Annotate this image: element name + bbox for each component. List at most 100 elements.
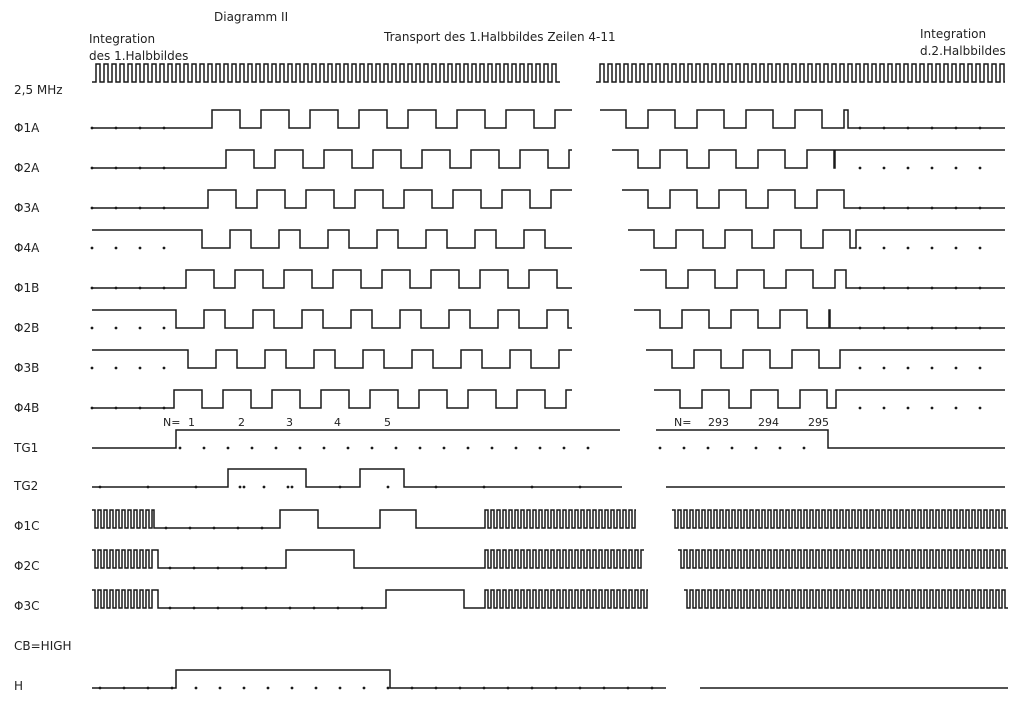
grid-dot-p2a — [138, 166, 142, 170]
grid-dot-p2c — [264, 566, 268, 570]
grid-dot-p2b — [114, 326, 118, 330]
signal-label-tg1: TG1 — [13, 441, 38, 455]
grid-dot-tg2 — [434, 485, 438, 489]
grid-dot-p4b — [114, 406, 118, 410]
grid-dot-p1b — [882, 286, 886, 290]
grid-dot-p1a — [138, 126, 142, 130]
grid-dot-h — [242, 686, 246, 690]
waveform-clk-right — [596, 63, 1005, 83]
grid-dot-tg1 — [802, 446, 806, 450]
grid-dot-h — [290, 686, 294, 690]
grid-dot-p4a — [906, 246, 910, 250]
waveform-tg2-left — [92, 468, 622, 488]
line-count-294: 294 — [758, 416, 779, 429]
grid-dot-p1a — [978, 126, 982, 130]
grid-dot-p3c — [240, 606, 244, 610]
waveform-p1b-right — [640, 269, 1005, 289]
grid-dot-tg1 — [298, 446, 302, 450]
line-count-4: 4 — [334, 416, 341, 429]
signal-label-clk: 2,5 MHz — [14, 83, 63, 97]
grid-dot-p2a — [114, 166, 118, 170]
grid-dot-p3c — [216, 606, 220, 610]
grid-dot-h — [626, 686, 630, 690]
waveform-h-left — [92, 669, 666, 689]
grid-dot-p3b — [90, 366, 94, 370]
waveform-p1b-left — [92, 269, 572, 289]
grid-dot-tg1 — [202, 446, 206, 450]
waveform-p2b-right — [634, 309, 1005, 329]
grid-dot-p1c — [236, 526, 240, 530]
grid-dot-tg1 — [466, 446, 470, 450]
grid-dot-p3b — [978, 366, 982, 370]
grid-dot-tg1 — [442, 446, 446, 450]
grid-dot-p3b — [882, 366, 886, 370]
grid-dot-p3a — [906, 206, 910, 210]
line-count-1: 1 — [188, 416, 195, 429]
grid-dot-p1b — [954, 286, 958, 290]
grid-dot-p3c — [288, 606, 292, 610]
grid-dot-p2b — [882, 326, 886, 330]
line-count-prefix-right: N= — [674, 416, 691, 429]
signal-label-p2c: Φ2C — [14, 559, 39, 573]
grid-dot-h — [170, 686, 174, 690]
grid-dot-tg2 — [338, 485, 342, 489]
grid-dot-p3b — [162, 366, 166, 370]
grid-dot-p1a — [930, 126, 934, 130]
waveform-p2a-left — [92, 149, 572, 169]
grid-dot-tg1 — [394, 446, 398, 450]
grid-dot-h — [194, 686, 198, 690]
grid-dot-tg1 — [226, 446, 230, 450]
grid-dot-p3c — [336, 606, 340, 610]
waveform-p1c-left — [92, 509, 636, 529]
waveform-clk-left — [92, 63, 560, 83]
grid-dot-p1b — [90, 286, 94, 290]
signal-label-p3c: Φ3C — [14, 599, 39, 613]
grid-dot-h — [98, 686, 102, 690]
grid-dot-p1b — [858, 286, 862, 290]
grid-dot-p1b — [906, 286, 910, 290]
signal-label-p3b: Φ3B — [14, 361, 39, 375]
grid-dot-p4b — [954, 406, 958, 410]
waveform-p1a-right — [600, 109, 1005, 129]
grid-dot-h — [122, 686, 126, 690]
grid-dot-p1b — [114, 286, 118, 290]
grid-dot-p3c — [192, 606, 196, 610]
grid-dot-p4b — [882, 406, 886, 410]
grid-dot-p4b — [930, 406, 934, 410]
grid-dot-tg1 — [754, 446, 758, 450]
grid-dot-p3b — [858, 366, 862, 370]
grid-dot-h — [386, 686, 390, 690]
waveform-p3c-right — [684, 589, 1008, 609]
grid-dot-p4a — [882, 246, 886, 250]
grid-dot-h — [146, 686, 150, 690]
waveform-p3b-right — [646, 349, 1005, 369]
grid-dot-p3a — [138, 206, 142, 210]
grid-dot-tg1 — [658, 446, 662, 450]
line-count-5: 5 — [384, 416, 391, 429]
grid-dot-p3a — [162, 206, 166, 210]
grid-dot-p3a — [114, 206, 118, 210]
grid-dot-p2b — [858, 326, 862, 330]
grid-dot-p4a — [954, 246, 958, 250]
grid-dot-p2a — [906, 166, 910, 170]
grid-dot-p2b — [162, 326, 166, 330]
grid-dot-tg2 — [146, 485, 150, 489]
grid-dot-tg1 — [730, 446, 734, 450]
grid-dot-p4a — [858, 246, 862, 250]
grid-dot-tg2 — [262, 485, 266, 489]
grid-dot-p2a — [90, 166, 94, 170]
grid-dot-tg1 — [538, 446, 542, 450]
grid-dot-p4b — [90, 406, 94, 410]
grid-dot-p2a — [954, 166, 958, 170]
grid-dot-p4b — [162, 406, 166, 410]
grid-dot-p3b — [114, 366, 118, 370]
grid-dot-tg1 — [346, 446, 350, 450]
signal-label-tg2: TG2 — [13, 479, 38, 493]
grid-dot-p1a — [882, 126, 886, 130]
grid-dot-tg2 — [194, 485, 198, 489]
grid-dot-p3b — [930, 366, 934, 370]
grid-dot-p1a — [90, 126, 94, 130]
grid-dot-p2c — [240, 566, 244, 570]
grid-dot-p1c — [260, 526, 264, 530]
diagram-title: Diagramm II — [214, 10, 288, 24]
